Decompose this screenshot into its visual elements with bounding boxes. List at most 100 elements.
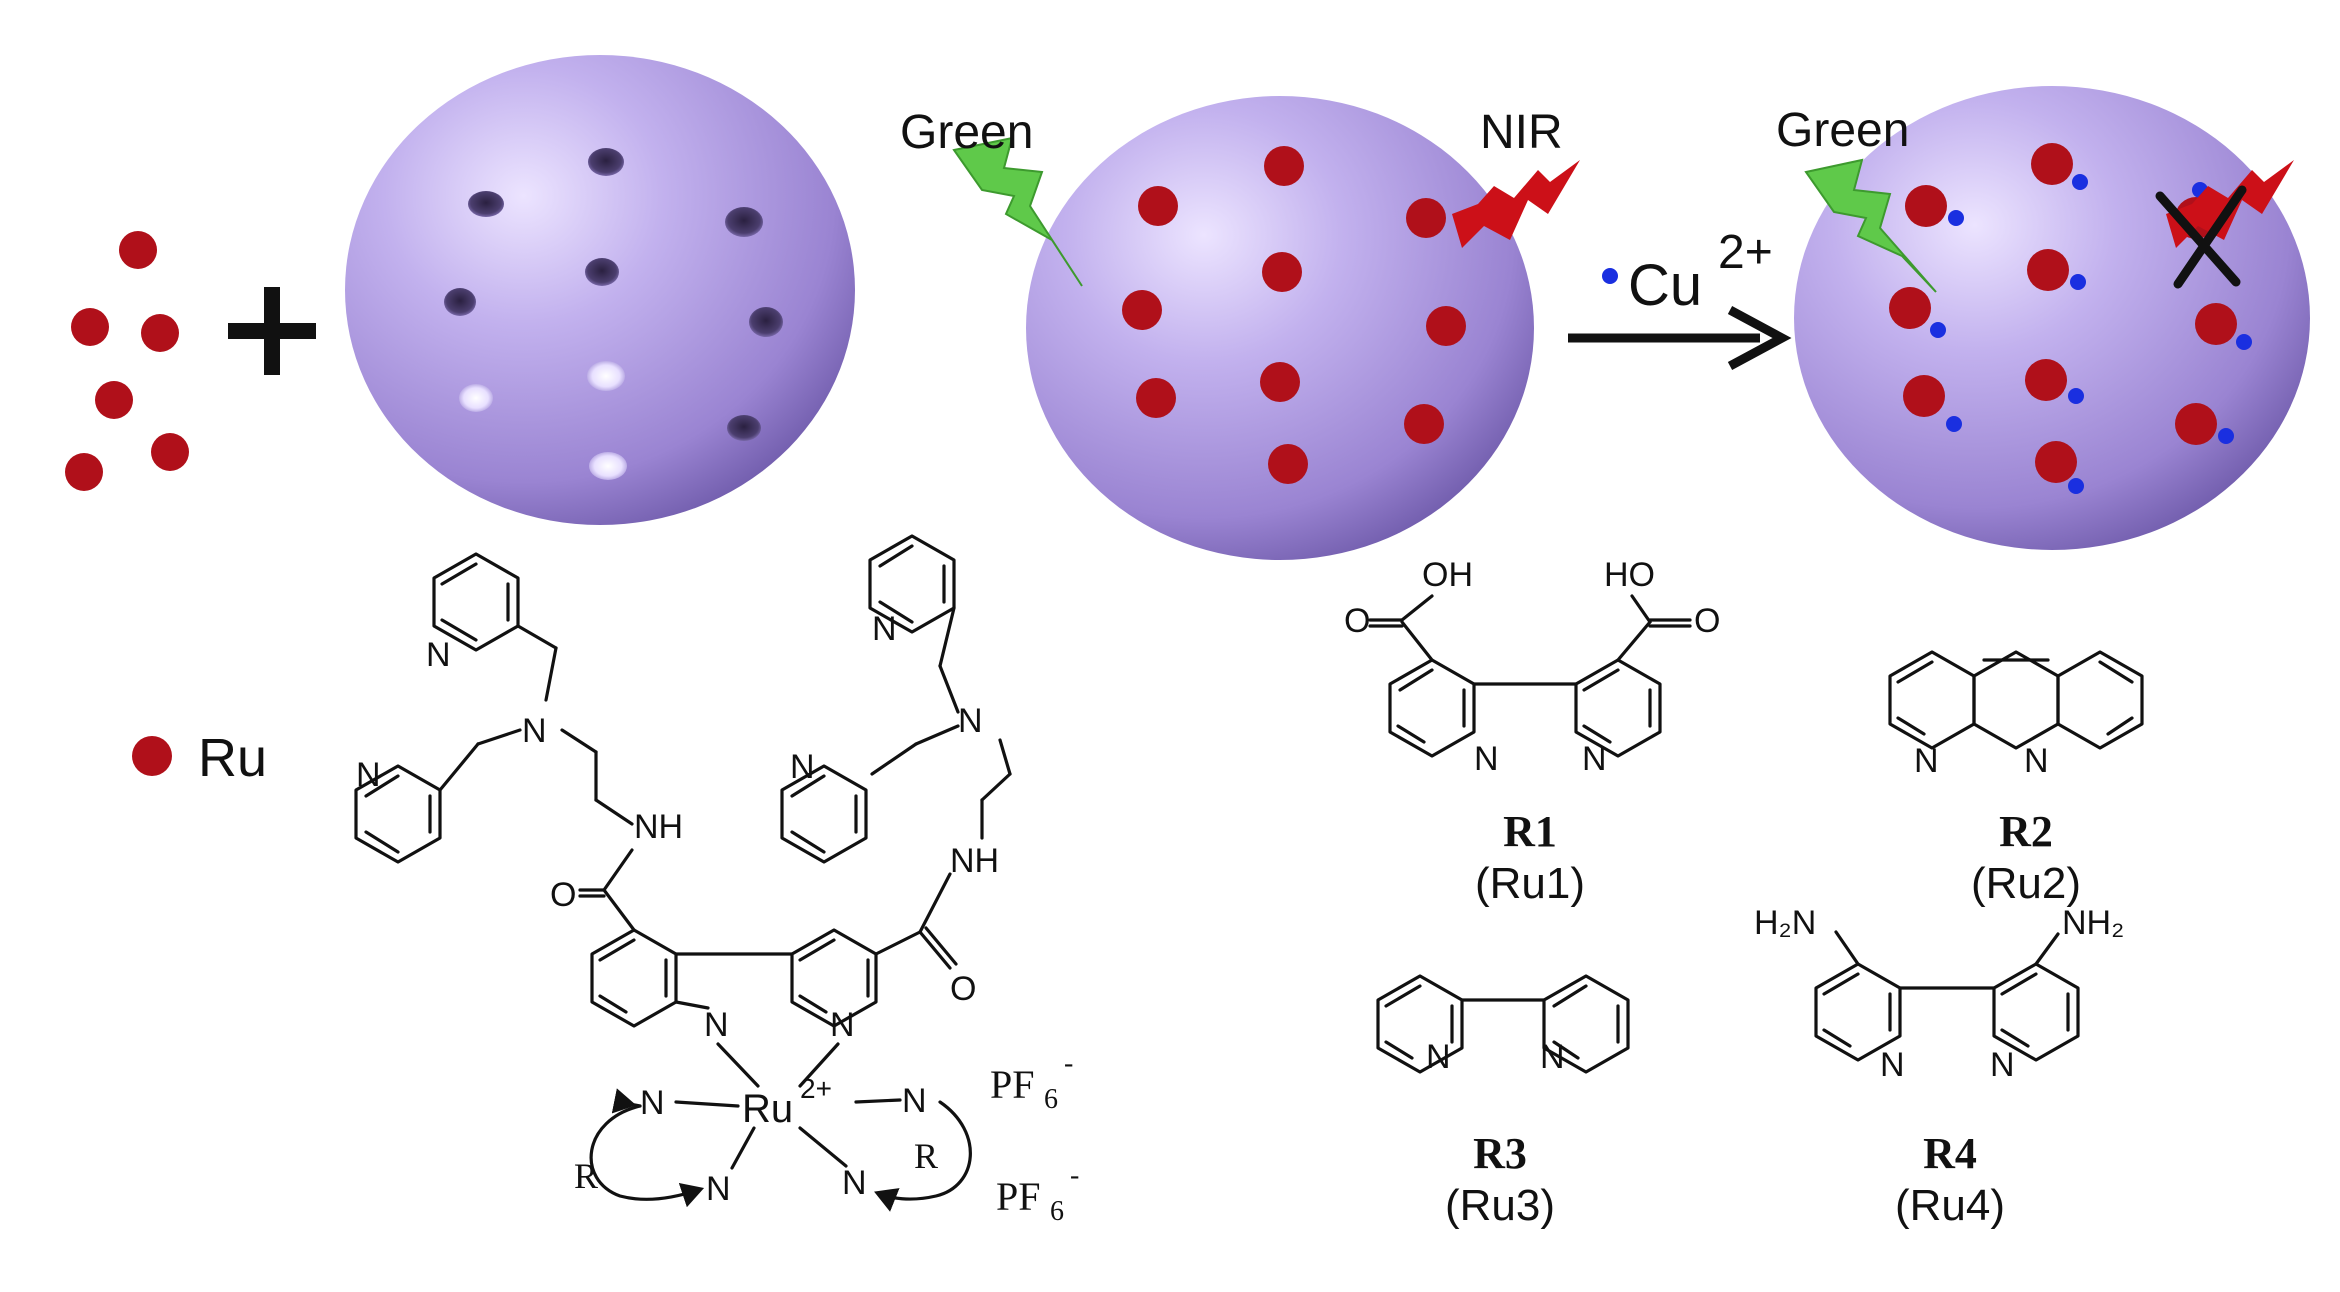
- atom-nh2: NH₂: [2062, 904, 2124, 942]
- ru-dot: [95, 381, 133, 419]
- atom-n: N: [426, 636, 451, 674]
- pf6-counterion: PF 6 -: [996, 1160, 1079, 1227]
- atom-n: N: [1582, 740, 1607, 778]
- ru-dot: [1264, 146, 1304, 186]
- ru-dot: [2031, 143, 2073, 185]
- ligand-name: R4: [1923, 1129, 1977, 1178]
- pore: [589, 452, 627, 480]
- green-label: Green: [1776, 104, 1909, 157]
- cu-dot: [2068, 478, 2084, 494]
- ligand-sub: (Ru3): [1445, 1181, 1555, 1230]
- r-label: R: [914, 1136, 938, 1176]
- atom-o: O: [950, 970, 976, 1008]
- atom-n: N: [1914, 742, 1939, 780]
- atom-n: N: [790, 748, 815, 786]
- atom-n: N: [830, 1006, 855, 1044]
- atom-n: N: [2024, 742, 2049, 780]
- pore: [749, 307, 783, 337]
- ligand-sub: (Ru2): [1971, 859, 2081, 908]
- empty-porous-sphere: [345, 55, 855, 525]
- cu-label: Cu: [1628, 253, 1702, 318]
- pore: [459, 384, 493, 412]
- cu-charge: 2+: [1718, 226, 1773, 279]
- ru-dot: [1268, 444, 1308, 484]
- atom-n: N: [706, 1170, 731, 1208]
- cu-dot: [2070, 274, 2086, 290]
- ru-dot: [132, 736, 172, 776]
- r-label: R: [574, 1156, 598, 1196]
- ligand-r4-structure: H₂N N N NH₂: [1754, 904, 2124, 1084]
- ru-dot: [151, 433, 189, 471]
- ru-dot: [1426, 306, 1466, 346]
- ru-legend: Ru: [132, 728, 267, 788]
- atom-n: N: [902, 1082, 927, 1120]
- ru-dot: [1903, 375, 1945, 417]
- ligand-sub: (Ru1): [1475, 859, 1585, 908]
- atom-o: O: [1694, 602, 1720, 640]
- svg-text:-: -: [1064, 1048, 1073, 1079]
- atom-n: N: [356, 756, 381, 794]
- ru-dot: [1404, 404, 1444, 444]
- ru-dot: [2035, 441, 2077, 483]
- atom-n: N: [842, 1164, 867, 1202]
- ru-complex-structure: N N N NH O N N: [354, 534, 1012, 1212]
- atom-n: N: [1426, 1038, 1451, 1076]
- legend-ru-label: Ru: [198, 728, 267, 788]
- ru-dot: [1905, 185, 1947, 227]
- pore: [727, 415, 761, 441]
- svg-text:PF: PF: [990, 1062, 1035, 1107]
- ligand-r3-structure: N N: [1376, 974, 1630, 1076]
- cu-dot: [1602, 268, 1618, 284]
- pore: [587, 361, 625, 391]
- ru-dot: [71, 308, 109, 346]
- atom-ho: HO: [1604, 556, 1655, 594]
- atom-n: N: [1474, 740, 1499, 778]
- ligand-name: R1: [1503, 807, 1557, 856]
- nir-label: NIR: [1480, 106, 1563, 159]
- atom-n: N: [1540, 1038, 1565, 1076]
- ru-dot: [1136, 378, 1176, 418]
- atom-n: N: [1880, 1046, 1905, 1084]
- ru-dot: [119, 231, 157, 269]
- nir-lightning-icon: [1452, 160, 1580, 248]
- cu-dot: [1948, 210, 1964, 226]
- pore: [725, 207, 763, 237]
- svg-text:PF: PF: [996, 1174, 1041, 1219]
- ru-dot: [2025, 359, 2067, 401]
- cu-dot: [2218, 428, 2234, 444]
- green-lightning-icon: [952, 136, 1083, 287]
- loaded-sphere: [1026, 96, 1534, 560]
- ligand-name: R3: [1473, 1129, 1527, 1178]
- ru-dot: [1262, 252, 1302, 292]
- atom-o: O: [550, 876, 576, 914]
- pf6-counterion: PF 6 -: [990, 1048, 1073, 1115]
- plus-sign: [228, 287, 316, 375]
- svg-text:-: -: [1070, 1160, 1079, 1191]
- ru-dot: [2175, 403, 2217, 445]
- green-label: Green: [900, 106, 1033, 159]
- ru-dot: [141, 314, 179, 352]
- svg-text:6: 6: [1044, 1084, 1058, 1115]
- ligand-r1-structure: O OH N N HO O: [1344, 556, 1720, 778]
- ru-dot: [1406, 198, 1446, 238]
- atom-n: N: [1990, 1046, 2015, 1084]
- pore: [444, 288, 476, 316]
- ru-dot: [65, 453, 103, 491]
- atom-h2n: H₂N: [1754, 904, 1816, 942]
- cu-dot: [1930, 322, 1946, 338]
- free-ru-dots: [65, 231, 189, 491]
- atom-nh: NH: [634, 808, 683, 846]
- pore: [468, 191, 504, 217]
- atom-n: N: [958, 702, 983, 740]
- pore: [588, 148, 624, 176]
- atom-n: N: [640, 1084, 665, 1122]
- atom-n: N: [522, 712, 547, 750]
- reaction-arrow: Cu 2+: [1568, 226, 1792, 370]
- ru-charge: 2+: [800, 1073, 832, 1104]
- ru-dot: [2195, 303, 2237, 345]
- atom-n: N: [872, 610, 897, 648]
- ru-center: Ru: [742, 1087, 793, 1131]
- ligand-sub: (Ru4): [1895, 1181, 2005, 1230]
- cu-dot: [1946, 416, 1962, 432]
